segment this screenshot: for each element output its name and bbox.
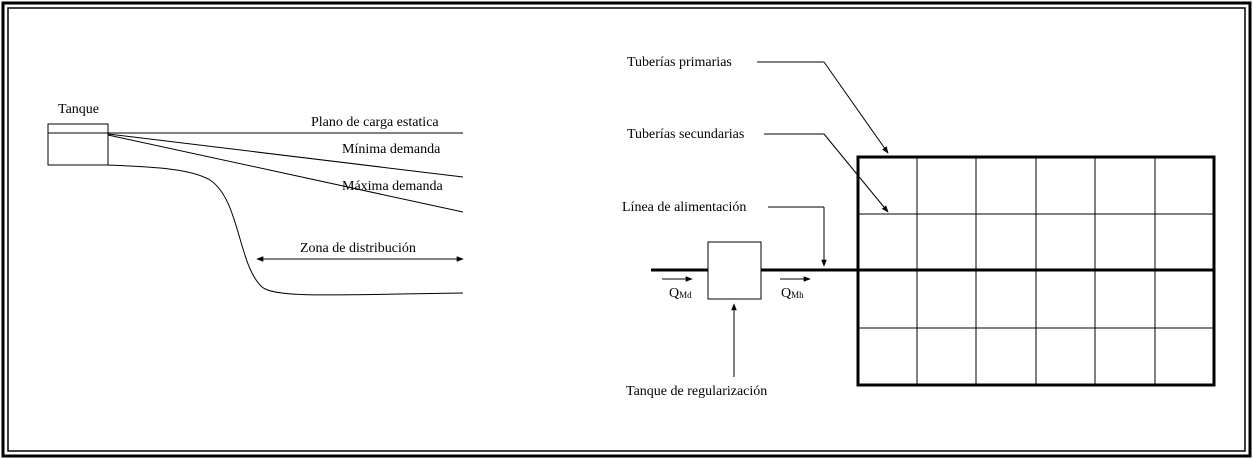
static-plane-label: Plano de carga estatica [311, 115, 439, 130]
secondary-pipes-label: Tuberías secundarias [627, 127, 744, 142]
distribution-zone-label: Zona de distribución [300, 241, 416, 256]
regulation-tank [707, 241, 762, 300]
hydraulic-profile-diagram: Tanque Plano de carga estatica Mínima de… [47, 102, 464, 296]
inner-frame [7, 7, 1246, 452]
min-demand-label: Mínima demanda [342, 142, 441, 157]
feed-line-label: Línea de alimentación [622, 200, 746, 215]
terrain-profile [107, 164, 464, 296]
min-demand-line [107, 133, 464, 178]
secondary-pipes-pointer [823, 133, 889, 213]
elevated-tank [47, 123, 109, 166]
flow-out-label: QMh [781, 286, 804, 301]
primary-pipes-pointer [823, 61, 889, 154]
tank-label: Tanque [58, 102, 99, 117]
distribution-network-diagram: QMd QMh Tuberías primarias Tuberías secu… [622, 55, 1216, 399]
max-demand-line [107, 134, 464, 213]
primary-pipes-label: Tuberías primarias [627, 55, 732, 70]
flow-in-label: QMd [669, 286, 692, 301]
regulation-tank-label: Tanque de regularización [626, 384, 767, 399]
max-demand-label: Máxima demanda [342, 179, 443, 194]
